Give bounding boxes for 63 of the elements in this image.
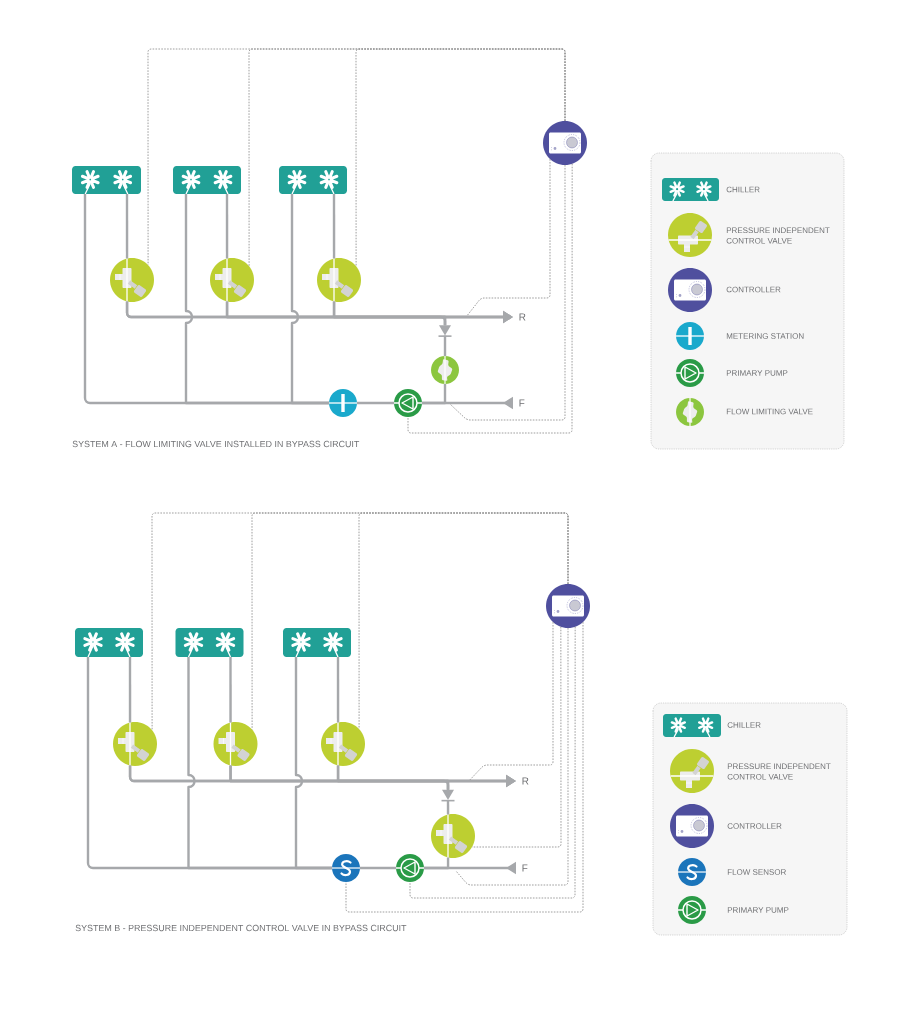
- legend-label: METERING STATION: [726, 333, 804, 339]
- chiller-icon: [173, 166, 241, 195]
- pipe-line: [225, 194, 229, 259]
- valve-icon: [431, 813, 475, 859]
- sensor-icon: [331, 854, 361, 882]
- legend-label: CHILLER: [726, 186, 760, 193]
- pump-icon: [395, 854, 425, 882]
- pipe-label: F: [522, 864, 528, 872]
- chiller-icon: [75, 628, 143, 658]
- valve-icon: [431, 355, 459, 385]
- legend-label: PRESSURE INDEPENDENT CONTROL VALVE: [726, 227, 830, 244]
- pipe-line: [294, 657, 332, 870]
- caption: SYSTEM A - FLOW LIMITING VALVE INSTALLED IN BYPASS CIRCUIT: [72, 440, 360, 448]
- pipe-label: R: [519, 313, 526, 321]
- legend-label: FLOW LIMITING VALVE: [726, 408, 813, 415]
- pipe-line: [332, 301, 447, 326]
- pump-icon: [393, 389, 423, 417]
- valve-icon: [110, 257, 154, 303]
- pipe-line: [446, 800, 450, 815]
- dashed-line: [409, 626, 576, 899]
- pipe-label: R: [522, 777, 529, 785]
- dashed-line: [455, 627, 569, 886]
- legend-label: PRIMARY PUMP: [727, 907, 789, 913]
- chiller-icon: [175, 628, 244, 658]
- legend-label: CHILLER: [727, 722, 761, 728]
- pipe-line: [357, 401, 394, 405]
- meter-icon: [328, 389, 358, 417]
- dashed-line: [345, 621, 584, 913]
- dashed-line: [449, 164, 566, 421]
- pipe-line: [336, 657, 340, 723]
- valve-icon: [113, 721, 157, 767]
- legend-label: CONTROLLER: [726, 286, 781, 293]
- dashed-line: [466, 158, 551, 317]
- pipe-line: [443, 335, 447, 356]
- valve-icon: [213, 721, 258, 767]
- caption: SYSTEM B - PRESSURE INDEPENDENT CONTROL VALVE IN BYPASS CIRCUIT: [75, 924, 407, 932]
- pipe-line: [229, 657, 232, 723]
- valve-icon: [321, 721, 365, 767]
- pipe-line: [336, 765, 450, 790]
- chiller-icon: [279, 166, 347, 195]
- pipe-line: [290, 194, 329, 405]
- legend-label: FLOW SENSOR: [727, 869, 786, 875]
- valve-icon: [317, 257, 361, 303]
- dashed-line: [469, 621, 554, 781]
- check-valve-icon: [437, 325, 453, 337]
- legend-label: CONTROLLER: [727, 823, 782, 829]
- dashed-line: [358, 512, 569, 730]
- pipe-label: F: [519, 399, 525, 407]
- pipe-line: [360, 866, 396, 870]
- controller-icon: [543, 121, 587, 165]
- valve-icon: [210, 257, 254, 303]
- chiller-icon: [72, 166, 141, 195]
- dashed-line: [407, 163, 573, 434]
- chiller-icon: [283, 628, 351, 658]
- dashed-line: [355, 48, 566, 267]
- pipe-line: [128, 657, 132, 723]
- check-valve-icon: [440, 789, 456, 802]
- pipe-line: [125, 194, 129, 259]
- dashed-line: [471, 626, 562, 848]
- legend-label: PRIMARY PUMP: [726, 370, 788, 376]
- pipe-line: [332, 194, 336, 259]
- controller-icon: [546, 584, 590, 628]
- legend-label: PRESSURE INDEPENDENT CONTROL VALVE: [727, 763, 831, 780]
